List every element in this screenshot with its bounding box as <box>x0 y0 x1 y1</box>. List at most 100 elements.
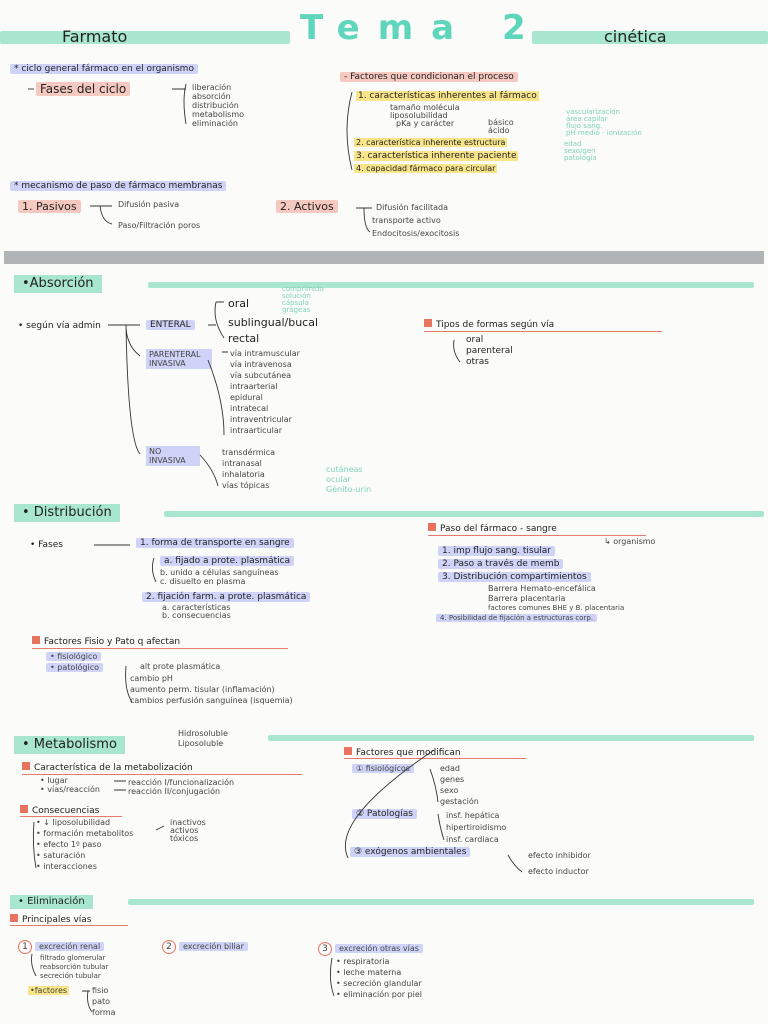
metab-fisio-item: genes <box>440 775 465 784</box>
activos: 2. Activos <box>276 200 338 213</box>
fases-label: Fases del ciclo <box>36 82 131 96</box>
metab-cons-underline <box>20 816 122 817</box>
car-farmaco: 1. características inherentes al fármaco <box>356 91 539 101</box>
dist-pato-item: alt prote plasmática <box>140 662 221 671</box>
oral-side: cápsula <box>282 299 309 307</box>
parenteral: PARENTERAL INVASIVA <box>146 349 212 369</box>
elim-factores: •factores <box>28 986 70 995</box>
connector <box>199 454 219 487</box>
metabolismo-title: • Metabolismo <box>14 736 125 754</box>
metab-car-item: • vías/reacción <box>40 785 100 794</box>
elim-principales-underline <box>10 925 128 926</box>
dist-patologico: • patológico <box>46 663 103 672</box>
metab-exo-item: efecto inductor <box>528 867 589 876</box>
parenteral-item: vía subcutánea <box>230 371 292 380</box>
connector <box>208 301 225 339</box>
metab-fisio-item: gestación <box>440 797 479 806</box>
tipos-underline <box>424 331 662 332</box>
metab-pato-item: hipertiroidismo <box>446 823 507 832</box>
topicas-side: ocular <box>326 475 351 484</box>
elim-otras-item: • eliminación por piel <box>336 990 422 999</box>
tipos-item: oral <box>466 335 484 345</box>
parenteral-item: intraventricular <box>230 415 292 424</box>
no-invasiva-item: inhalatoria <box>222 470 265 479</box>
paso-sub-item: Barrera placentaria <box>488 594 566 603</box>
dist-fases: • Fases <box>30 540 63 550</box>
connector <box>346 91 353 171</box>
no-invasiva: NO INVASIVA <box>146 446 200 466</box>
metab-exo: ③ exógenos ambientales <box>350 847 471 857</box>
distribucion-bar <box>164 511 764 517</box>
pasivos-item: Difusión pasiva <box>118 200 180 209</box>
fases-item: distribución <box>192 101 239 110</box>
car-side: pH medio - ionización <box>566 129 642 137</box>
car-item: pKa y carácter <box>396 119 455 128</box>
connector <box>151 557 157 583</box>
metabolismo-bar <box>268 735 754 741</box>
metab-side: Liposoluble <box>178 739 224 748</box>
elim-otras-item: • leche materna <box>336 968 402 977</box>
fases-item: absorción <box>192 92 231 101</box>
parenteral-item: epidural <box>230 393 263 402</box>
header-left: Farmato <box>62 27 128 46</box>
metab-side: Hidrosoluble <box>178 729 228 738</box>
paso-underline <box>428 535 646 536</box>
paso-title: Paso del fármaco - sangre <box>428 523 557 534</box>
fases-item: metabolismo <box>192 110 245 119</box>
paciente-side: sexo/gen <box>564 147 596 155</box>
metab-cons-item: • efecto 1º paso <box>36 840 102 849</box>
header-bar-right <box>532 31 768 44</box>
car-side: flujo sang. <box>566 122 603 130</box>
metab-cons-item: • ↓ liposolubilidad <box>36 818 111 827</box>
dist-pato-item: cambios perfusión sanguínea (isquemia) <box>130 696 293 705</box>
paciente: 3. característica inherente paciente <box>354 151 519 161</box>
metab-cons-item: • interacciones <box>36 862 97 871</box>
dist-pato-item: cambio pH <box>130 674 173 683</box>
dist-f1-item: c. disuelto en plasma <box>160 577 246 586</box>
paso-sub-item: Barrera Hemato-encefálica <box>488 584 596 593</box>
enteral-item: oral <box>228 297 250 310</box>
paso-item: 3. Distribución compartimientos <box>438 572 591 582</box>
dist-f1-item: a. fijado a prote. plasmática <box>160 556 295 566</box>
parenteral-item: vía intramuscular <box>230 349 300 358</box>
metab-reaccion: reacción I/funcionalización <box>128 778 235 787</box>
enteral-item: rectal <box>228 332 260 345</box>
car-side: vascularización <box>566 108 620 116</box>
parenteral-item: intratecal <box>230 404 269 413</box>
fases-item: eliminación <box>192 119 238 128</box>
estructura: 2. característica inherente estructura <box>354 138 508 147</box>
dist-f2: 2. fijación farm. a prote. plasmática <box>142 592 311 602</box>
connector <box>82 990 93 1013</box>
connector <box>114 780 126 791</box>
metab-side-item: tóxicos <box>170 834 199 843</box>
metab-car-item: • lugar <box>40 776 68 785</box>
circular: 4. capacidad fármaco para circular <box>354 164 498 173</box>
tipos-item: parenteral <box>466 346 513 356</box>
eliminacion-title: • Eliminación <box>10 895 93 909</box>
paso-item: 1. imp flujo sang. tisular <box>438 546 556 556</box>
connector <box>429 768 439 803</box>
paso-item: 4. Posibilidad de fijación a estructuras… <box>436 614 598 623</box>
metab-pato-item: insf. cardiaca <box>446 835 499 844</box>
elim-otras-item: • secreción glandular <box>336 979 422 988</box>
elim-factores-item: forma <box>92 1008 116 1017</box>
connector <box>155 825 165 831</box>
oral-side: comprimido <box>282 285 324 293</box>
header-bar-left <box>0 31 290 44</box>
paciente-side: edad <box>564 140 582 148</box>
paciente-side: patología <box>564 154 597 162</box>
connector <box>453 339 461 363</box>
elim-otras-item: • respiratoria <box>336 957 390 966</box>
paso-item: 2. Paso a través de memb <box>438 559 564 569</box>
connector <box>329 957 335 997</box>
ciclo-title: * ciclo general fármaco en el organismo <box>10 64 198 74</box>
metab-pato-item: insf. hepática <box>446 811 500 820</box>
mecanismo-title: * mecanismo de paso de fármaco membranas <box>10 181 227 191</box>
section-divider <box>4 251 764 264</box>
parenteral-item: intraarterial <box>230 382 278 391</box>
metab-fisio: ① fisiológicos <box>352 764 414 773</box>
header-right: cinética <box>604 27 667 46</box>
parenteral-item: intraarticular <box>230 426 283 435</box>
